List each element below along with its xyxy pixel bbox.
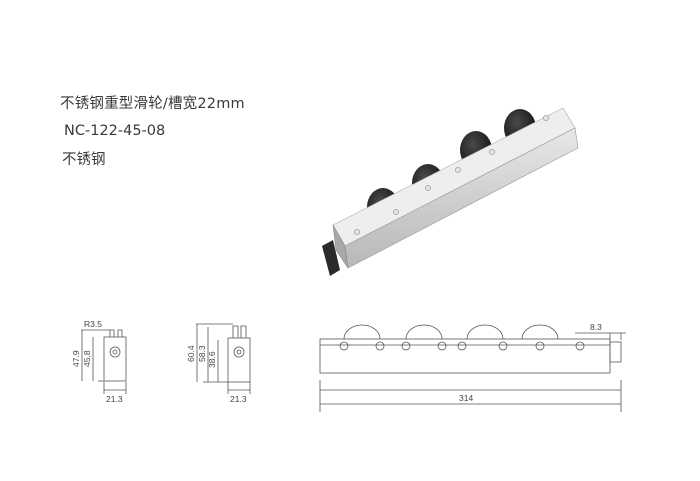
dim-width: 21.3 <box>106 394 123 404</box>
dim-length: 314 <box>459 393 473 403</box>
side-view <box>319 324 626 412</box>
screw-holes <box>354 115 549 235</box>
end-view-2 <box>196 323 251 394</box>
dim-width: 21.3 <box>230 394 247 404</box>
product-model: NC-122-45-08 <box>64 123 166 139</box>
dim-height-total: 47.9 <box>71 350 81 367</box>
dim-height-low: 38.6 <box>207 351 217 368</box>
dim-radius: R3.5 <box>84 319 102 329</box>
product-material: 不锈钢 <box>62 152 106 168</box>
product-title: 不锈钢重型滑轮/槽宽22mm <box>60 96 245 112</box>
end-cap <box>322 240 340 276</box>
dim-height-inner: 45.8 <box>82 350 92 367</box>
end-view-1 <box>81 329 127 394</box>
dim-height-total: 60.4 <box>186 345 196 362</box>
dim-height-mid: 58.3 <box>197 345 207 362</box>
dim-offset: 8.3 <box>590 322 602 332</box>
steel-channel-bottom <box>332 224 349 269</box>
